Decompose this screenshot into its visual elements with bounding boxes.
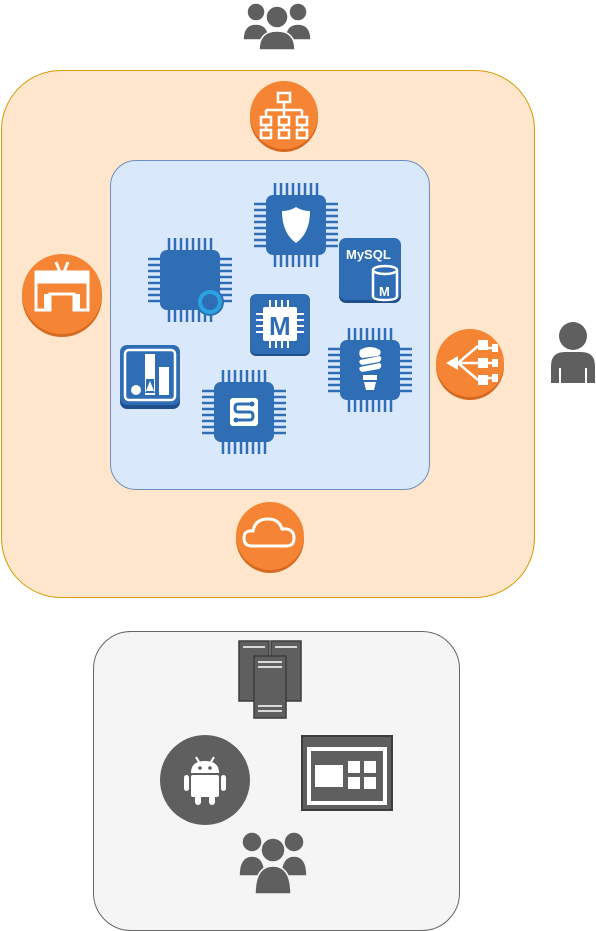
android-icon — [160, 735, 250, 825]
chip-m-icon: M — [250, 294, 312, 356]
load-balancer-icon — [436, 328, 506, 400]
chip-m-label: M — [269, 311, 291, 341]
server-stack-icon — [238, 640, 302, 720]
mysql-badge-label: M — [379, 284, 390, 299]
user-icon — [549, 320, 596, 384]
users-group-icon — [238, 828, 308, 895]
org-hierarchy-icon — [249, 80, 319, 152]
chip-s-icon — [202, 370, 286, 454]
analytics-chart-icon — [120, 345, 182, 409]
users-group-icon — [242, 0, 312, 51]
mysql-label: MySQL — [346, 247, 391, 262]
dashboard-window-icon — [301, 735, 393, 811]
chip-lightbulb-icon — [328, 328, 412, 412]
cloud-icon — [236, 501, 306, 573]
chip-shield-icon — [254, 183, 338, 267]
gateway-icon — [22, 254, 104, 337]
mysql-database-icon: MySQL M — [339, 238, 403, 304]
chip-alexa-icon — [148, 238, 232, 322]
